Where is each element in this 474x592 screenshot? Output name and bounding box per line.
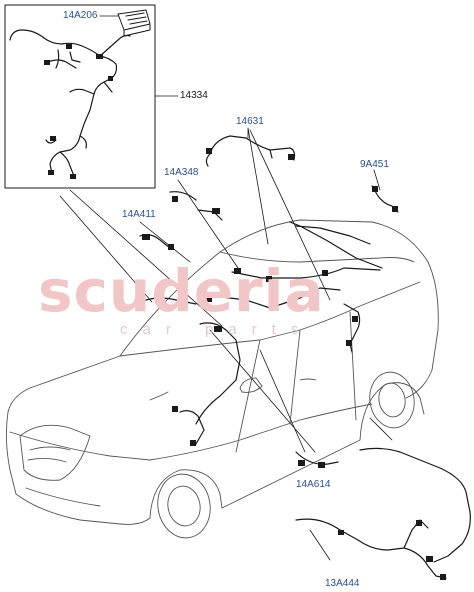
callout-14A206[interactable]: 14A206 bbox=[63, 10, 98, 21]
harness-14334-connectors bbox=[44, 44, 113, 179]
module-14A206-drawing bbox=[117, 9, 151, 37]
callout-9A451[interactable]: 9A451 bbox=[360, 159, 389, 170]
harness-14334-drawing bbox=[9, 29, 131, 177]
connectors bbox=[142, 148, 446, 580]
inset-frame bbox=[4, 4, 156, 189]
callout-14A348[interactable]: 14A348 bbox=[164, 167, 199, 178]
callout-14334[interactable]: 14334 bbox=[180, 90, 208, 101]
callout-13A444[interactable]: 13A444 bbox=[325, 578, 360, 589]
callout-14631[interactable]: 14631 bbox=[236, 116, 264, 127]
watermark-subtitle: car parts bbox=[120, 321, 314, 338]
harness-13A444-drawing bbox=[295, 447, 471, 579]
leader-lines bbox=[59, 15, 393, 561]
harness-14631-drawing bbox=[205, 135, 383, 279]
callout-14A614[interactable]: 14A614 bbox=[296, 479, 331, 490]
vehicle-wheels bbox=[157, 371, 415, 539]
watermark-brand: scuderia bbox=[38, 257, 325, 325]
callout-14A411[interactable]: 14A411 bbox=[122, 209, 156, 220]
